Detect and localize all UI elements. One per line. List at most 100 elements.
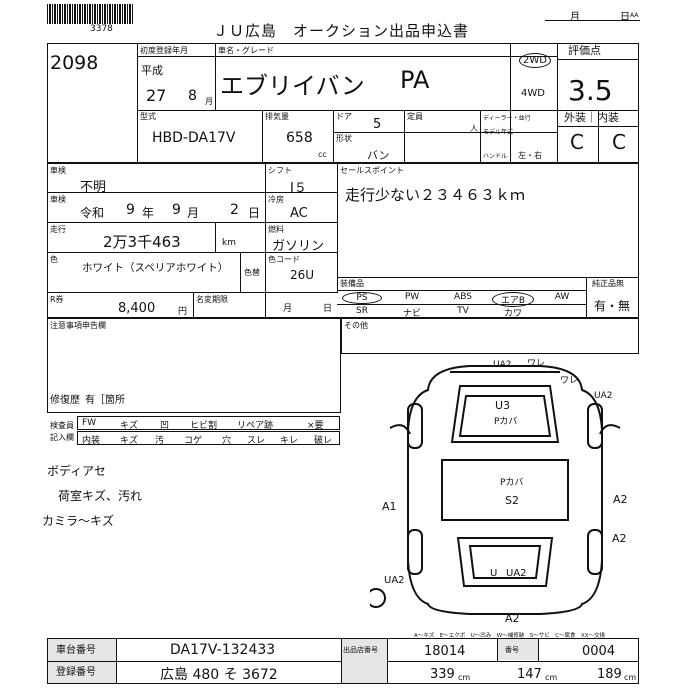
sales-point-label: セールスポイント — [340, 166, 404, 175]
equipment-sr: SR — [356, 306, 368, 316]
first-registration-year: 27 — [146, 86, 167, 105]
registration-value: 広島 480 そ 3672 — [160, 667, 278, 683]
inspection-month-unit: 月 — [187, 206, 200, 220]
equipment-airbag: エアB — [492, 292, 534, 307]
exterior-grade: C — [570, 130, 584, 154]
mileage-value: 2万3千463 — [103, 233, 181, 251]
model-value: HBD-DA17V — [152, 130, 236, 146]
mark-pcover-1: Pカバ — [494, 417, 518, 427]
barcode — [47, 4, 133, 24]
mark-a2-right-rear: A2 — [612, 532, 627, 545]
inspector-scratch-1: キズ — [120, 421, 139, 431]
day-suffix: 日 — [620, 12, 630, 23]
inspector-cut: キレ — [280, 436, 299, 446]
mark-s2: S2 — [505, 494, 519, 507]
equipment-aw: AW — [554, 292, 570, 302]
fuel-label: 燃料 — [268, 225, 284, 234]
first-registration-month-unit: 月 — [205, 97, 213, 106]
seq-value: 0004 — [582, 644, 616, 659]
chassis-value: DA17V-132433 — [170, 642, 276, 658]
equipment-leather: カワ — [503, 309, 522, 319]
equipment-label: 装備品 — [340, 279, 364, 288]
repair-value: 有［箇所 — [85, 395, 125, 406]
car-grade: PA — [400, 66, 430, 94]
recycle-value: 8,400 — [118, 301, 156, 316]
dimension-unit-1: cm — [458, 673, 471, 682]
exhibitor-label: 出品店番号 — [343, 646, 378, 654]
dimension-width: 147 — [517, 667, 542, 682]
drive-4wd: 4WD — [521, 88, 545, 99]
displacement-unit: cc — [318, 150, 327, 159]
mark-a2-right: A2 — [613, 493, 628, 506]
meigi-label: 名変期限 — [196, 295, 228, 304]
color-code: 26U — [290, 268, 315, 282]
inspection-day: 2 — [230, 202, 239, 218]
body-type-value: バン — [367, 149, 390, 162]
mark-u-rear: U — [490, 568, 498, 579]
drive-2wd: 2WD — [519, 53, 551, 68]
equipment-navi: ナビ — [402, 309, 421, 319]
shift-value: I５ — [290, 181, 307, 196]
seq-label: 番号 — [505, 646, 519, 654]
inspector-fw: FW — [82, 418, 97, 428]
month-suffix: 月 — [570, 12, 580, 23]
other-block — [341, 318, 639, 354]
dimension-unit-2: cm — [545, 673, 558, 682]
mark-crack-1: ワレ — [527, 359, 546, 369]
mileage-unit: km — [222, 238, 236, 248]
inspector-row-1 — [77, 416, 340, 430]
inspection-date-label: 車検 — [50, 195, 66, 204]
form-title: ＪＵ広島 オークション出品申込書 — [213, 22, 470, 40]
inspection-era: 令和 — [80, 206, 105, 220]
mark-u3: U3 — [495, 399, 511, 412]
color-label: 色 — [50, 255, 58, 264]
inspector-hole: 穴 — [222, 436, 232, 446]
registration-label: 登録番号 — [56, 667, 96, 678]
meigi-month: 月 — [283, 304, 293, 314]
equipment-abs: ABS — [454, 292, 472, 302]
first-registration-month: 8 — [188, 88, 197, 104]
handwritten-note-3: カミラ〜キズ — [42, 514, 115, 528]
top-block — [47, 43, 639, 163]
doors-label: ドア — [336, 112, 352, 121]
inspection-year: 9 — [126, 202, 135, 218]
displacement-value: 658 — [286, 130, 313, 146]
lot-number: 2098 — [50, 52, 99, 74]
car-name-label: 車名・グレード — [218, 46, 274, 55]
day-suffix-small: AA — [630, 12, 639, 19]
mark-ua2-left: UA2 — [384, 575, 405, 586]
doors-value: 5 — [373, 117, 382, 132]
inspection-day-unit: 日 — [248, 206, 261, 220]
color-change-label: 色替 — [244, 268, 260, 277]
fuel-value: ガソリン — [272, 239, 325, 254]
inspector-interior: 内装 — [82, 436, 101, 446]
middle-block — [47, 163, 639, 318]
inspector-label-1: 検査員 — [50, 421, 74, 430]
inspector-needs: ×要 — [307, 421, 324, 431]
color-value: ホワイト（スペリアホワイト） — [82, 262, 229, 274]
vehicle-inspection-value: 不明 — [80, 180, 107, 195]
displacement-label: 排気量 — [265, 112, 289, 121]
repair-label: 修復歴 — [50, 395, 80, 406]
aircon-value: AC — [290, 206, 308, 221]
car-name: エブリイバン — [220, 72, 365, 100]
inspection-year-unit: 年 — [142, 206, 155, 220]
aircon-label: 冷房 — [268, 195, 284, 204]
inspector-dirt: 汚 — [155, 436, 165, 446]
mark-pcover-2: Pカバ — [500, 478, 524, 488]
color-code-label: 色コード — [268, 255, 300, 264]
genuine-value: 有・無 — [594, 299, 631, 313]
sales-point-value: 走行少ない２３４６３ｋｍ — [345, 186, 526, 204]
exhibitor-value: 18014 — [424, 644, 466, 659]
equipment-pw: PW — [404, 292, 420, 302]
mark-ua2-top: UA2 — [493, 360, 512, 370]
first-registration-label: 初度登録年月 — [140, 46, 188, 55]
dimension-unit-3: cm — [624, 673, 637, 682]
handle-label: ハンドル — [483, 153, 508, 160]
mark-crack-2: ワレ — [560, 376, 579, 386]
inspector-wear: スレ — [247, 436, 266, 446]
score-label: 評価点 — [568, 44, 601, 57]
model-label: 型式 — [140, 112, 156, 121]
equipment-ps: PS — [342, 292, 382, 304]
handwritten-note-1: ボディアセ — [47, 464, 106, 478]
